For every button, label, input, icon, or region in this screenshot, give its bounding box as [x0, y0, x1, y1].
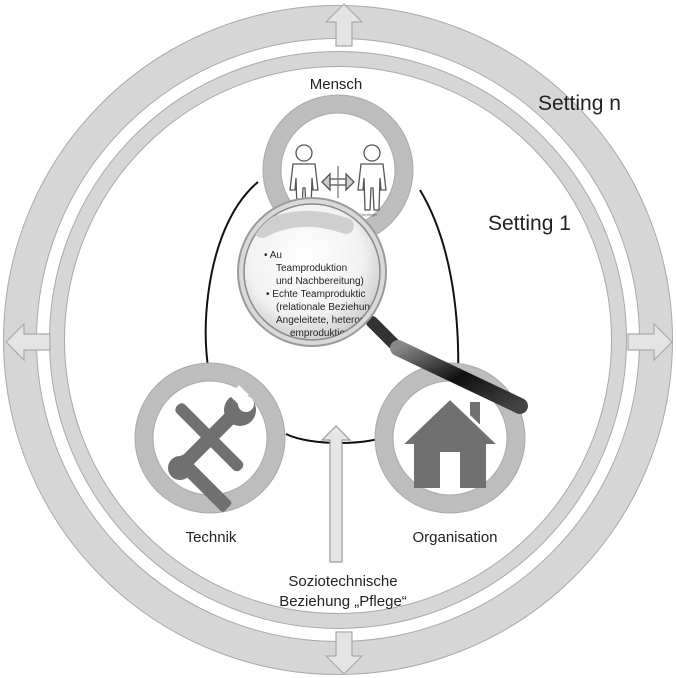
magnifier-text-line6: Angeleitete, heteron: [276, 315, 366, 326]
center-arrow-caption-line1: Soziotechnische: [288, 573, 397, 590]
arrow-up-icon: [324, 3, 364, 47]
magnifier-text-line2: Teamproduktion: [276, 263, 347, 274]
arrow-left-icon: [5, 322, 51, 362]
arrow-down-icon: [324, 631, 364, 675]
center-arrow-caption-line2: Beziehung „Pflege“: [279, 593, 407, 610]
node-technik-label: Technik: [186, 529, 237, 546]
magnifier-text-line7: emproduktion: [290, 328, 351, 339]
magnifier-text-line3: und Nachbereitung): [276, 276, 364, 287]
node-organisation: [374, 362, 526, 514]
node-technik: [134, 362, 286, 514]
house-icon: [400, 395, 500, 488]
magnifying-glass-icon: • Au Teamproduktion und Nachbereitung) •…: [237, 197, 528, 414]
center-arrow-icon: [320, 425, 352, 563]
tools-icon: [168, 385, 256, 512]
magnifier-text-line1: • Au: [264, 250, 282, 261]
outer-setting-label: Setting n: [538, 92, 621, 115]
inner-setting-ring: [49, 51, 627, 629]
arrow-right-icon: [627, 322, 673, 362]
node-mensch-label: Mensch: [310, 76, 363, 93]
magnifier-text-line4: • Echte Teamproduktic: [266, 289, 365, 300]
inner-setting-label: Setting 1: [488, 212, 571, 235]
node-organisation-label: Organisation: [412, 529, 497, 546]
mensch-figure-right-tag: Gepflegte: [360, 212, 378, 217]
magnifier-text-line5: (relationale Beziehun: [276, 302, 370, 313]
